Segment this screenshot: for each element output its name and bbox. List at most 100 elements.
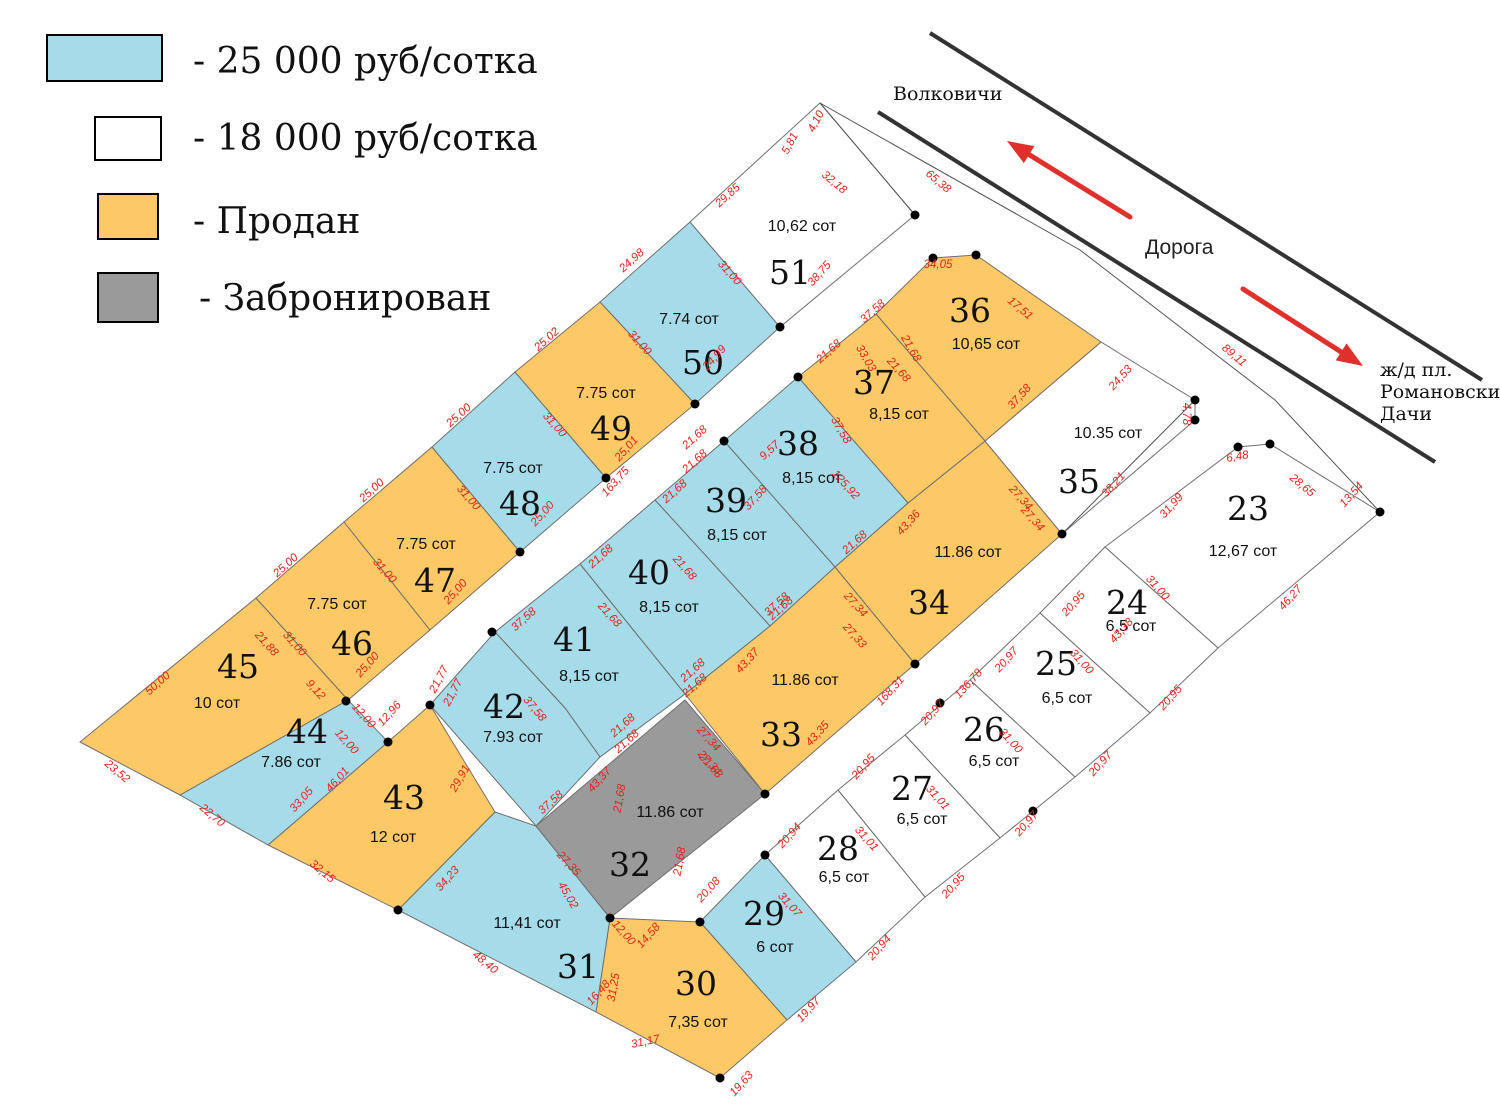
- plot-number-47: 47: [414, 561, 456, 600]
- plot-area-44: 7.86 сот: [261, 754, 321, 771]
- legend-label-gray: - Забронирован: [199, 278, 491, 319]
- dimension-label: 31,17: [630, 1033, 661, 1051]
- road-lines: [876, 31, 1484, 464]
- plot-number-31: 31: [557, 947, 599, 986]
- plot-number-43: 43: [383, 778, 425, 817]
- plot-number-23: 23: [1227, 489, 1269, 528]
- vertex-markers: [341, 210, 1385, 1083]
- plot-number-39: 39: [705, 481, 747, 520]
- vertex-marker: [910, 659, 920, 669]
- plot-number-42: 42: [483, 687, 525, 726]
- plot-area-42: 7.93 сот: [483, 729, 543, 746]
- boundary-outer-east: [819, 102, 1381, 513]
- vertex-marker: [760, 850, 770, 860]
- plot-42[interactable]: [429, 631, 601, 827]
- plot-area-48: 7.75 сот: [483, 460, 543, 477]
- vertex-marker: [1028, 806, 1038, 816]
- vertex-marker: [601, 473, 611, 483]
- vertex-marker: [1057, 529, 1067, 539]
- plot-number-37: 37: [853, 363, 895, 402]
- road-edge-north: [928, 31, 1484, 382]
- road-label: Дорога: [1145, 236, 1214, 259]
- vertex-marker: [1190, 415, 1200, 425]
- plot-number-41: 41: [553, 620, 595, 659]
- boundary-35-east: [1061, 399, 1196, 535]
- vertex-marker: [690, 399, 700, 409]
- plot-number-25: 25: [1035, 644, 1077, 683]
- plot-number-50: 50: [682, 343, 724, 382]
- vertex-marker: [393, 905, 403, 915]
- plot-area-24: 6,5 сот: [1106, 618, 1157, 635]
- vertex-marker: [515, 547, 525, 557]
- legend-label-orange: - Продан: [193, 201, 360, 242]
- plot-area-50: 7.74 сот: [659, 311, 719, 328]
- plot-number-34: 34: [908, 583, 950, 622]
- plot-number-48: 48: [499, 484, 541, 523]
- vertex-marker: [793, 372, 803, 382]
- station-line-1: ж/д пл.: [1380, 359, 1452, 381]
- plot-number-45: 45: [217, 647, 259, 686]
- plot-area-36: 10,65 сот: [952, 336, 1021, 353]
- plot-area-26: 6,5 сот: [969, 753, 1020, 770]
- plot-area-33: 11.86 сот: [771, 672, 839, 689]
- legend-swatch-orange: [97, 193, 159, 240]
- vertex-marker: [487, 627, 497, 637]
- plot-number-27: 27: [891, 769, 933, 808]
- vertex-marker: [425, 700, 435, 710]
- legend-swatch-gray: [97, 272, 159, 323]
- plot-area-25: 6,5 сот: [1042, 690, 1093, 707]
- plot-area-31: 11,41 сот: [493, 915, 561, 932]
- vertex-marker: [715, 1073, 725, 1083]
- dimension-label: 31,25: [606, 972, 623, 1003]
- plot-area-47: 7.75 сот: [396, 536, 456, 553]
- boundary-51-east: [819, 102, 916, 216]
- vertex-marker: [971, 250, 981, 260]
- vertex-marker: [760, 789, 770, 799]
- plot-number-32: 32: [609, 845, 651, 884]
- dimension-label: 20,08: [694, 875, 723, 906]
- dimension-label: 19,63: [728, 1069, 757, 1099]
- vertex-marker: [935, 698, 945, 708]
- vertex-marker: [1265, 439, 1275, 449]
- plot-area-45: 10 сот: [194, 695, 241, 712]
- plot-area-43: 12 сот: [370, 829, 417, 846]
- plot-number-29: 29: [743, 894, 785, 933]
- station-line-3: Дачи: [1380, 403, 1432, 425]
- place-volkovichi: Волковичи: [893, 83, 1002, 105]
- plot-area-49: 7.75 сот: [576, 385, 636, 402]
- plot-area-28: 6,5 сот: [819, 869, 870, 886]
- plot-area-30: 7,35 сот: [668, 1014, 728, 1031]
- plot-number-49: 49: [590, 409, 632, 448]
- plot-area-41: 8,15 сот: [559, 668, 619, 685]
- plot-number-40: 40: [628, 553, 670, 592]
- vertex-marker: [605, 913, 615, 923]
- plot-area-27: 6,5 сот: [897, 811, 948, 828]
- plot-area-23: 12,67 сот: [1209, 543, 1278, 560]
- plot-area-35: 10.35 сот: [1074, 425, 1143, 442]
- plot-number-51: 51: [769, 253, 811, 292]
- plot-number-30: 30: [675, 964, 717, 1003]
- plot-number-38: 38: [777, 424, 819, 463]
- plot-number-28: 28: [817, 829, 859, 868]
- vertex-marker: [383, 737, 393, 747]
- legend-label-white: - 18 000 руб/сотка: [193, 118, 538, 159]
- plot-area-29: 6 сот: [756, 939, 794, 956]
- dimension-label: 21,68: [680, 423, 711, 452]
- plot-area-32: 11.86 сот: [636, 804, 704, 821]
- dimension-label: 6,48: [1225, 449, 1250, 465]
- plot-number-44: 44: [286, 712, 328, 751]
- dimension-label: 12,96: [376, 699, 405, 729]
- vertex-marker: [1190, 395, 1200, 405]
- dimension-label: 89,11: [1219, 342, 1248, 369]
- vertex-marker: [719, 436, 729, 446]
- vertex-marker: [1233, 442, 1243, 452]
- vertex-marker: [928, 253, 938, 263]
- dimension-label: 4,78: [1180, 403, 1192, 426]
- plot-number-46: 46: [331, 624, 373, 663]
- plot-area-38: 8,15 сот: [782, 470, 842, 487]
- plot-area-39: 8,15 сот: [707, 527, 767, 544]
- plots-layer: [79, 102, 1381, 1079]
- plot-area-51: 10,62 сот: [768, 218, 837, 235]
- dimension-label: 21,68: [671, 846, 688, 878]
